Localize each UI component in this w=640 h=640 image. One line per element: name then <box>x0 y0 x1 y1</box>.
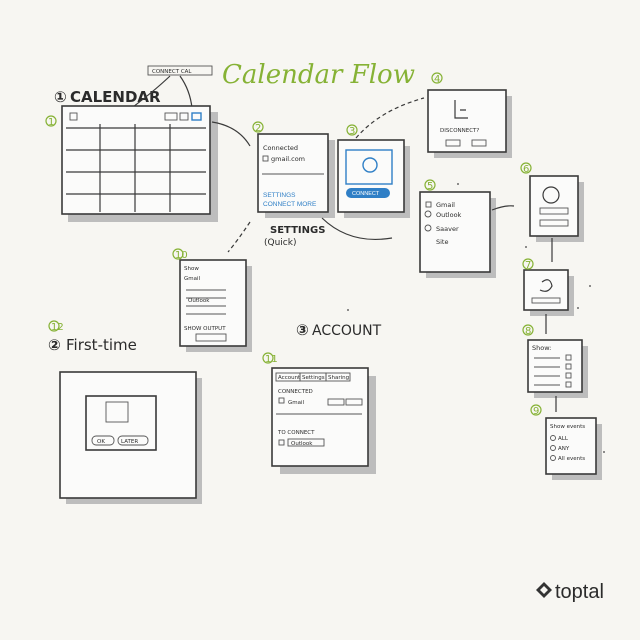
step-number: 2 <box>255 123 261 134</box>
step-number: 6 <box>523 164 529 175</box>
diagram-title: Calendar Flow <box>222 60 415 90</box>
step-number: 12 <box>51 322 64 333</box>
first-time-ok-label: OK <box>97 439 105 445</box>
calendar-grid <box>66 124 206 212</box>
show-list-title: Show: <box>532 344 551 352</box>
connected-title: Connected <box>263 144 298 152</box>
step-number: 8 <box>525 326 531 337</box>
connect-button[interactable] <box>346 188 390 198</box>
connected-panel <box>257 133 329 213</box>
arrow-to-profile <box>491 205 515 211</box>
step-number: 5 <box>427 181 433 192</box>
arrow-calendar-to-connected <box>211 121 251 147</box>
show-events-option[interactable]: All events <box>558 456 585 462</box>
outlook-connect-button[interactable] <box>287 438 325 447</box>
show-panel-lines <box>186 289 226 315</box>
avatar <box>542 186 560 204</box>
calendar-icon <box>69 112 78 121</box>
disconnect-button[interactable] <box>327 398 345 406</box>
source-item[interactable]: Outlook <box>436 211 462 219</box>
first-time-illustration <box>105 401 129 423</box>
show-panel-footer: SHOW OUTPUT <box>184 326 226 332</box>
settings-button[interactable] <box>345 398 363 406</box>
account-gmail: Gmail <box>288 400 305 406</box>
settings-link[interactable]: SETTINGS <box>263 192 296 199</box>
disconnect-panel <box>427 89 507 153</box>
clock-icon <box>362 157 378 173</box>
section-title-calendar: CALENDAR <box>70 88 161 106</box>
calendar-panel <box>61 105 211 215</box>
source-item[interactable]: Site <box>436 238 448 246</box>
sharing-tab-label: Sharing <box>328 375 349 381</box>
step-number: 3 <box>349 126 355 137</box>
to-connect-label: TO CONNECT <box>277 430 315 436</box>
arrow-to-show-panel <box>227 221 251 253</box>
step-number: 1 <box>48 117 54 128</box>
section-number-account: ③ <box>296 321 309 339</box>
section-number-first-time: ② <box>48 336 61 354</box>
calendar-view-button[interactable] <box>179 112 189 121</box>
show-events-option[interactable]: ALL <box>558 436 569 442</box>
step-number: 7 <box>525 260 531 271</box>
show-panel-button[interactable] <box>195 333 227 342</box>
show-panel-row: Outlook <box>188 298 210 304</box>
account-panel <box>271 367 369 467</box>
step-number: 10 <box>175 250 188 261</box>
first-time-later-label: LATER <box>121 439 138 445</box>
section-number-calendar: ① <box>54 88 67 106</box>
source-item[interactable]: Gmail <box>436 201 455 209</box>
connect-more-link[interactable]: CONNECT MORE <box>263 201 317 208</box>
first-time-ok-button[interactable] <box>91 435 115 446</box>
disconnect-no-button[interactable] <box>471 139 487 147</box>
sketch-dots <box>347 183 605 453</box>
settings-tab-label: Settings <box>302 375 325 381</box>
show-panel-title: Show <box>184 266 199 272</box>
step-number: 9 <box>533 406 539 417</box>
source-item[interactable]: Saaver <box>436 225 459 233</box>
connect-illustration <box>345 149 393 185</box>
account-tab-label: Account <box>278 375 301 381</box>
sharing-tab[interactable] <box>325 372 351 382</box>
profile-panel <box>529 175 579 237</box>
profile-icon <box>539 279 553 292</box>
first-time-dialog <box>85 395 157 451</box>
source-list-panel <box>419 191 491 273</box>
arrow-to-source-list <box>321 217 393 241</box>
section-title-account: ACCOUNT <box>312 323 382 339</box>
connected-label: CONNECTED <box>278 389 313 395</box>
show-list-rows <box>534 354 572 388</box>
step-number: 11 <box>265 354 278 365</box>
section-title-settings: SETTINGS <box>270 225 325 236</box>
calendar-nav-button[interactable] <box>164 112 178 121</box>
connect-button-label: CONNECT <box>352 191 380 197</box>
account-outlook: Outlook <box>291 441 313 447</box>
arrow-note-to-button <box>179 75 193 109</box>
connect-cal-note: CONNECT CAL <box>152 69 192 75</box>
disconnect-text: DISCONNECT? <box>440 128 479 134</box>
calendar-x-icon <box>454 100 468 119</box>
show-list-panel <box>527 339 583 393</box>
toptal-logo-icon <box>536 582 552 598</box>
brand-name: toptal <box>555 581 604 603</box>
disconnect-yes-button[interactable] <box>445 139 461 147</box>
account-checkbox[interactable] <box>262 155 269 162</box>
confirm-panel <box>523 269 569 311</box>
show-panel-row: Gmail <box>184 276 201 282</box>
section-subtitle-settings: (Quick) <box>264 238 296 248</box>
connect-cal-note-box <box>147 65 213 76</box>
show-events-title: Show events <box>550 424 585 430</box>
first-time-later-button[interactable] <box>117 435 149 446</box>
show-panel <box>179 259 247 347</box>
connect-cal-button[interactable] <box>191 112 202 121</box>
connected-account: gmail.com <box>271 155 305 163</box>
show-events-option[interactable]: ANY <box>558 446 570 452</box>
arrow-to-disconnect <box>355 97 425 139</box>
step-number: 4 <box>434 74 440 85</box>
connect-panel <box>337 139 405 213</box>
section-title-first-time: First-time <box>66 336 137 354</box>
